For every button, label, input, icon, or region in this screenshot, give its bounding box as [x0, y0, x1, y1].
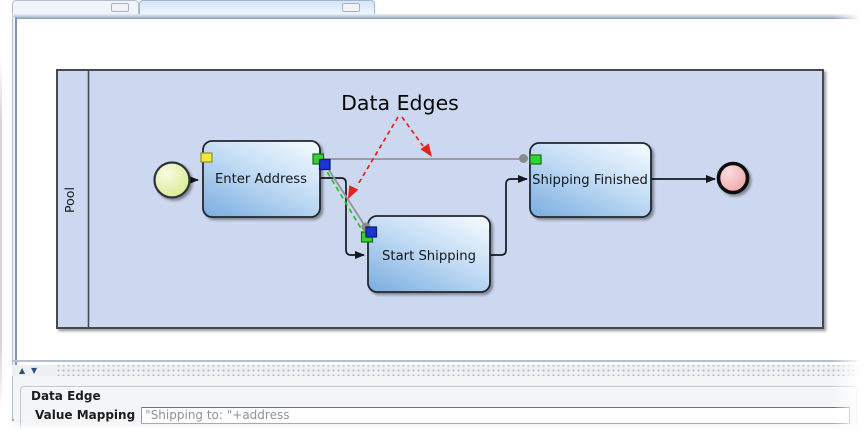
port-blue[interactable]: [365, 226, 378, 238]
annotation-arrow-line: [356, 116, 399, 187]
data-edge-highlight[interactable]: [322, 164, 363, 231]
splitter-cap: [12, 365, 56, 376]
sequence-flow-start-shipping-to-shipping-finished[interactable]: [490, 175, 528, 256]
end-event[interactable]: [716, 161, 750, 195]
value-mapping-row: Value Mapping: [35, 406, 850, 424]
task-shipping-finished-label: Shipping Finished: [532, 173, 648, 188]
task-start-shipping[interactable]: [367, 215, 491, 293]
data-edge-group: Data Edge Value Mapping: [20, 386, 857, 431]
task-start-shipping-label: Start Shipping: [382, 249, 476, 264]
start-event[interactable]: [153, 161, 191, 199]
tab-background[interactable]: [12, 0, 139, 14]
splitter-collapse-up-icon[interactable]: ▲: [19, 366, 26, 375]
task-enter-address-label: Enter Address: [215, 172, 307, 187]
tab-close-icon[interactable]: [342, 3, 360, 12]
port-yellow[interactable]: [200, 152, 213, 163]
sequence-flow-enter-address-to-start-shipping[interactable]: [320, 177, 365, 259]
window-left-border: [12, 17, 17, 421]
splitter-bar[interactable]: ▲ ▼: [12, 365, 867, 376]
group-title: Data Edge: [27, 390, 105, 403]
annotation-arrowhead-icon: [420, 143, 432, 157]
edge-endpoint-dot[interactable]: [519, 154, 528, 163]
tab-bar-divider: [12, 14, 867, 19]
annotation-arrow-line: [401, 116, 424, 147]
properties-panel: Data Edge Value Mapping: [14, 376, 867, 431]
task-shipping-finished[interactable]: [529, 142, 652, 218]
canvas-bottom-border: [12, 360, 867, 362]
task-enter-address[interactable]: [202, 140, 321, 218]
splitter-collapse-down-icon[interactable]: ▼: [31, 366, 38, 375]
tab-active[interactable]: [139, 0, 375, 14]
data-edge-diagonal[interactable]: [326, 166, 366, 227]
pool-label: Pool: [62, 187, 77, 213]
tab-close-icon[interactable]: [111, 3, 129, 12]
port-blue[interactable]: [318, 158, 331, 171]
window-outer-edge: [0, 58, 2, 410]
value-mapping-label: Value Mapping: [35, 408, 136, 422]
port-green[interactable]: [529, 154, 542, 165]
annotation-arrowhead-icon: [348, 185, 359, 199]
value-mapping-input[interactable]: [141, 406, 850, 424]
annotation-label: Data Edges: [341, 91, 459, 115]
